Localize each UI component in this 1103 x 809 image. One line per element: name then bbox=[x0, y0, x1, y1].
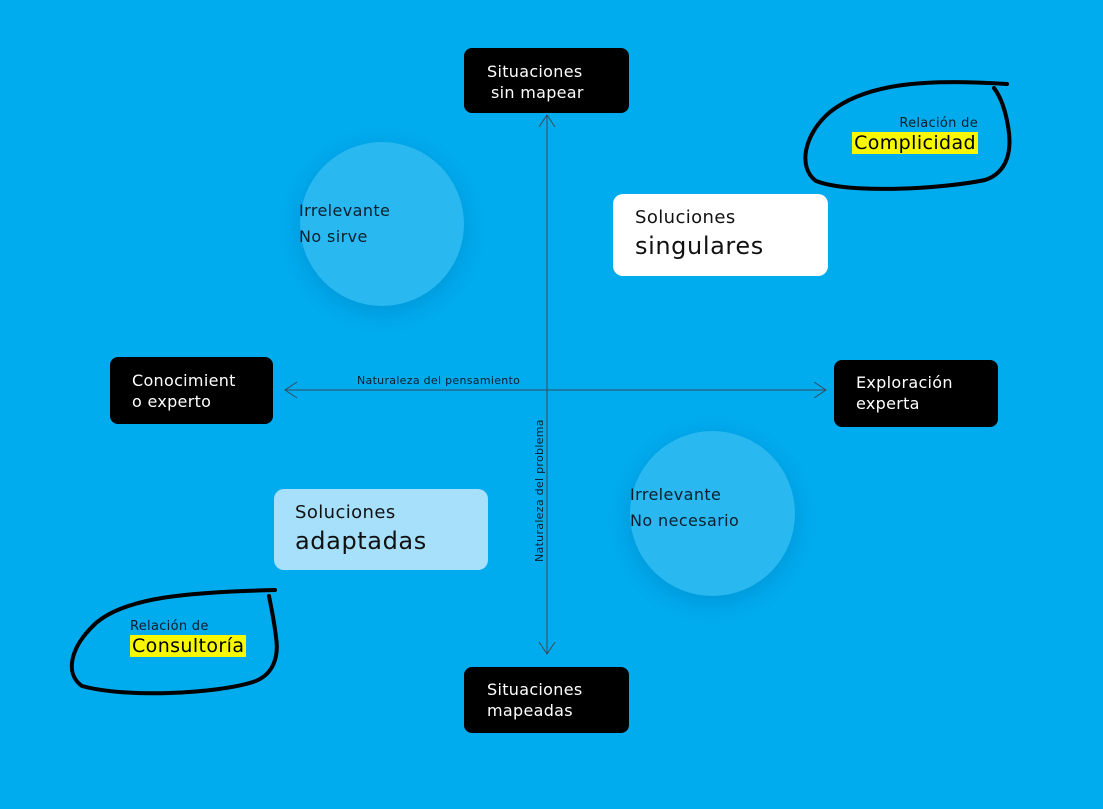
relation-top-right-big: Complicidad bbox=[852, 132, 978, 154]
pole-bottom: Situaciones mapeadas bbox=[464, 667, 629, 733]
relation-bottom-left-big: Consultoría bbox=[130, 635, 247, 657]
relation-top-right-small: Relación de bbox=[899, 116, 978, 131]
horizontal-axis-label: Naturaleza del pensamiento bbox=[357, 374, 521, 387]
relation-bottom-left-small: Relación de bbox=[130, 619, 209, 634]
pole-bottom-line-2: mapeadas bbox=[487, 701, 573, 720]
bubble-bottom-right bbox=[630, 431, 795, 596]
quadrant-top-right-big: singulares bbox=[635, 232, 764, 260]
relation-bottom-left: Relación de Consultoría bbox=[130, 619, 247, 657]
bubble-top-left bbox=[300, 142, 464, 306]
pole-top-line-2: sin mapear bbox=[491, 83, 584, 102]
pole-bottom-line-1: Situaciones bbox=[487, 680, 583, 699]
marker-loop-top-right bbox=[803, 80, 1012, 191]
pole-right: Exploración experta bbox=[834, 360, 998, 427]
quadrant-top-right-small: Soluciones bbox=[635, 207, 736, 228]
pole-right-line-1: Exploración bbox=[856, 373, 953, 392]
relation-top-right: Relación de Complicidad bbox=[842, 116, 978, 154]
quadrant-bottom-left-box: Soluciones adaptadas bbox=[274, 489, 488, 570]
arrow-right-icon bbox=[813, 381, 827, 399]
pole-top-line-1: Situaciones bbox=[487, 62, 583, 81]
quadrant-bottom-left-small: Soluciones bbox=[295, 502, 396, 523]
arrow-left-icon bbox=[284, 381, 298, 399]
vertical-axis-label: Naturaleza del problema bbox=[533, 419, 546, 562]
marker-loop-bottom-left bbox=[69, 588, 279, 696]
quadrant-top-left-text: Irrelevante No sirve bbox=[299, 198, 390, 250]
pole-right-line-2: experta bbox=[856, 394, 920, 413]
quadrant-bottom-right-line-2: No necesario bbox=[630, 511, 740, 530]
quadrant-top-left-line-1: Irrelevante bbox=[299, 201, 391, 220]
quadrant-top-left-line-2: No sirve bbox=[299, 227, 368, 246]
pole-left: Conocimient o experto bbox=[110, 357, 273, 424]
pole-top: Situaciones sin mapear bbox=[464, 48, 629, 113]
quadrant-bottom-right-line-1: Irrelevante bbox=[630, 485, 722, 504]
arrow-down-icon bbox=[538, 641, 556, 655]
pole-left-line-2: o experto bbox=[132, 392, 212, 411]
quadrant-bottom-right-text: Irrelevante No necesario bbox=[630, 482, 739, 534]
quadrant-bottom-left-big: adaptadas bbox=[295, 527, 427, 555]
pole-left-line-1: Conocimient bbox=[132, 371, 236, 390]
arrow-up-icon bbox=[538, 114, 556, 128]
quadrant-top-right-box: Soluciones singulares bbox=[613, 194, 828, 276]
